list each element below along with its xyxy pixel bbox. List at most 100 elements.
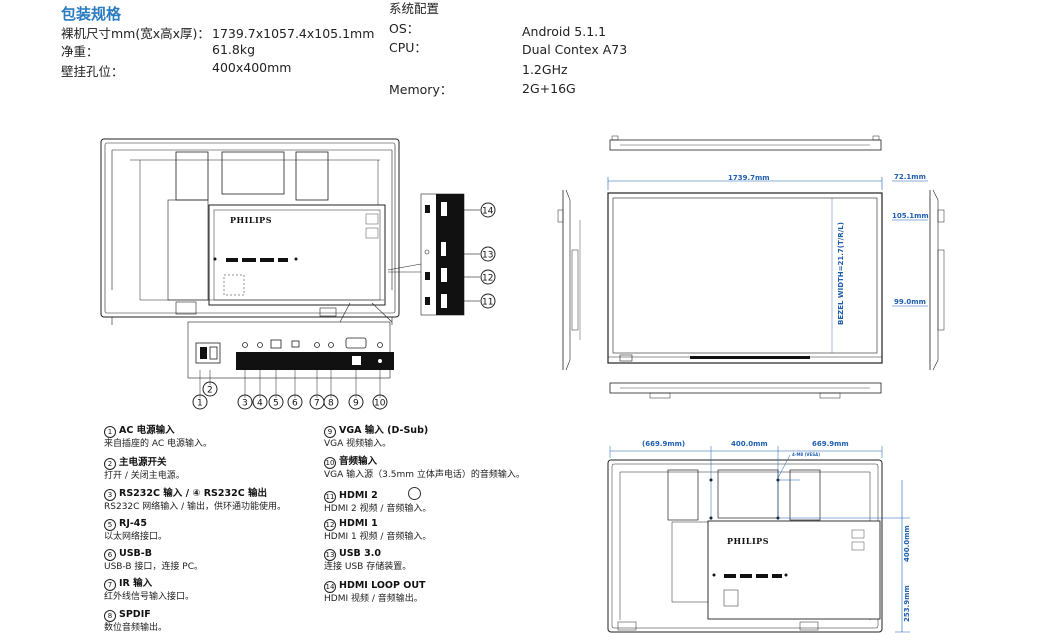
rear-view-drawing xyxy=(100,138,400,325)
package-value-mount: 400x400mm xyxy=(212,60,292,75)
legend-desc: 连接 USB 存储装置。 xyxy=(324,562,412,572)
legend-desc: VGA 视频输入。 xyxy=(324,439,392,449)
legend-num: 14 xyxy=(324,581,336,593)
package-label-mount: 壁挂孔位： xyxy=(61,64,124,79)
legend-num: 7 xyxy=(104,579,116,591)
legend-num: 1 xyxy=(104,426,116,438)
system-value-freq: 1.2GHz xyxy=(522,62,568,77)
package-value-size: 1739.7x1057.4x105.1mm xyxy=(212,26,375,41)
legend-num: 9 xyxy=(324,426,336,438)
callout-10: 10 xyxy=(374,399,386,409)
system-value-memory: 2G+16G xyxy=(522,81,576,96)
legend-title: AC 电源输入 xyxy=(119,425,175,436)
package-title: 包装规格 xyxy=(61,5,122,23)
bottom-view-drawing xyxy=(609,382,882,399)
legend-desc: RS232C 网络输入 / 输出，供环通功能使用。 xyxy=(104,502,287,512)
dim-back-right: 669.9mm xyxy=(812,440,849,448)
legend-title: VGA 输入 (D-Sub) xyxy=(339,425,429,436)
dim-bottom-vertical: 253.9mm xyxy=(903,585,911,622)
legend-title: RJ-45 xyxy=(119,518,148,529)
front-view-drawing xyxy=(607,177,928,364)
legend-desc: VGA 输入源（3.5mm 立体声电话）的音频输入。 xyxy=(324,470,525,480)
dim-back-note: 4-M8 (VESA) xyxy=(792,452,820,457)
system-value-cpu: Dual Contex A73 xyxy=(522,42,628,57)
legend-desc: 以太网络接口。 xyxy=(104,532,168,542)
legend-desc: HDMI 视频 / 音频输出。 xyxy=(324,594,423,604)
legend-title: HDMI 1 xyxy=(339,518,378,529)
side-port-panel xyxy=(420,193,496,316)
callout-8: 8 xyxy=(328,399,334,409)
legend-num: 13 xyxy=(324,549,336,561)
brand-logo-rear: PHILIPS xyxy=(230,215,272,225)
legend-title: 主电源开关 xyxy=(119,457,167,468)
legend-num: 6 xyxy=(104,549,116,561)
callout-2: 2 xyxy=(207,386,213,396)
callout-3: 3 xyxy=(242,399,248,409)
legend-title: RS232C 输入 / ④ RS232C 输出 xyxy=(119,488,267,499)
legend-desc: HDMI 1 视频 / 音频输入。 xyxy=(324,532,432,542)
dim-back-left: (669.9mm) xyxy=(642,440,685,448)
callout-11: 11 xyxy=(482,298,493,308)
dim-depth-top: 72.1mm xyxy=(894,173,926,181)
legend-desc: 来自插座的 AC 电源输入。 xyxy=(104,439,213,449)
dim-bezel-width: BEZEL WIDTH=21.7(T/R/L) xyxy=(837,222,845,325)
callout-4: 4 xyxy=(257,399,263,409)
dim-width: 1739.7mm xyxy=(728,174,770,182)
legend-num: 8 xyxy=(104,610,116,622)
legend-title: HDMI LOOP OUT xyxy=(339,580,426,591)
legend-title: USB-B xyxy=(119,548,152,559)
legend-desc: 数位音频输出。 xyxy=(104,623,168,633)
legend-title: USB 3.0 xyxy=(339,548,381,559)
right-side-view xyxy=(929,189,945,371)
callout-6: 6 xyxy=(292,399,298,409)
legend-title: IR 输入 xyxy=(119,578,153,589)
system-label-cpu: CPU： xyxy=(389,40,427,55)
legend-num: 12 xyxy=(324,519,336,531)
system-value-os: Android 5.1.1 xyxy=(522,24,607,39)
legend-desc: USB-B 接口，连接 PC。 xyxy=(104,562,204,572)
legend-title: 音频输入 xyxy=(339,456,378,467)
top-view-drawing xyxy=(609,135,882,151)
callout-9: 9 xyxy=(353,399,359,409)
package-label-size: 裸机尺寸mm(宽x高x厚)： xyxy=(61,26,210,41)
dim-back-center: 400.0mm xyxy=(731,440,768,448)
legend-num: 3 xyxy=(104,489,116,501)
legend-desc: HDMI 2 视频 / 音频输入。 xyxy=(324,504,432,514)
callout-12: 12 xyxy=(482,274,493,284)
dim-depth-mid: 105.1mm xyxy=(892,212,929,220)
legend-desc: 红外线信号输入接口。 xyxy=(104,592,195,602)
system-label-memory: Memory： xyxy=(389,82,453,97)
system-title: 系统配置 xyxy=(389,1,440,16)
callout-7: 7 xyxy=(314,399,320,409)
dim-depth-bot: 99.0mm xyxy=(894,298,926,306)
system-label-os: OS： xyxy=(389,21,420,36)
package-value-weight: 61.8kg xyxy=(212,42,256,57)
bottom-port-panel xyxy=(187,321,394,410)
legend-num: 10 xyxy=(324,457,336,469)
brand-logo-back: PHILIPS xyxy=(727,536,769,546)
legend-desc: 打开 / 关闭主电源。 xyxy=(104,471,185,481)
dim-vesa-vertical: 400.0mm xyxy=(903,525,911,562)
callout-13: 13 xyxy=(482,251,493,261)
legend-num: 2 xyxy=(104,458,116,470)
left-side-view xyxy=(557,189,581,371)
callout-5: 5 xyxy=(273,399,279,409)
legend-title: SPDIF xyxy=(119,609,151,620)
empty-circle-icon xyxy=(407,487,421,500)
legend-title: HDMI 2 xyxy=(339,490,378,501)
callout-14: 14 xyxy=(482,207,494,217)
